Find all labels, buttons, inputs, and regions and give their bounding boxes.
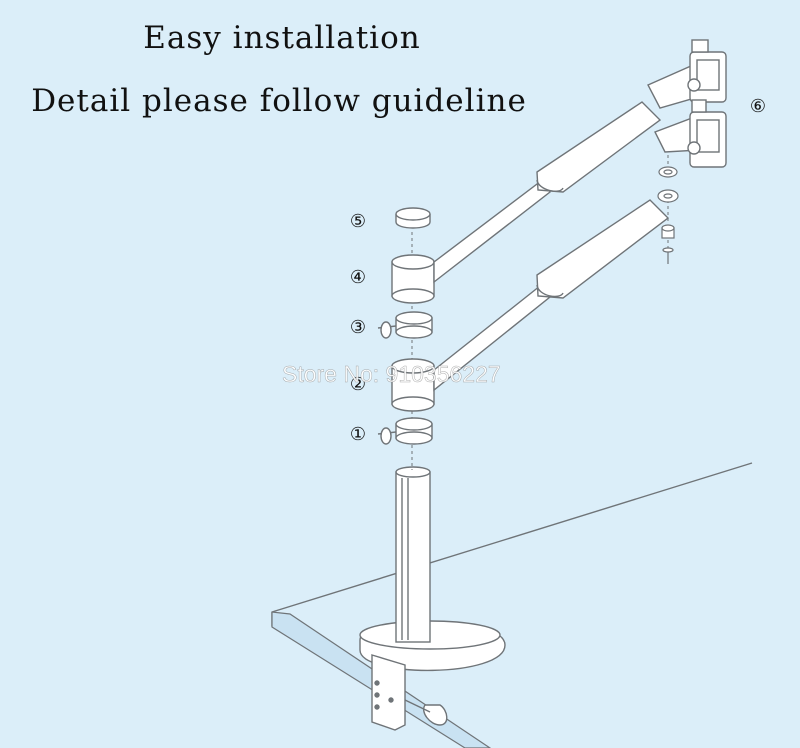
store-watermark: Store No: 910356227: [282, 361, 501, 388]
lower-vesa-mount: [654, 99, 727, 168]
mount-hardware: [657, 166, 679, 264]
heading-line-2: Detail please follow guideline: [31, 83, 527, 119]
part-2-lower-sleeve: [391, 358, 435, 412]
step-4-label: ④: [349, 267, 367, 288]
step-6-label: ⑥: [749, 96, 767, 117]
upper-arm: [433, 101, 662, 284]
part-1-lower-collar: [377, 417, 433, 445]
step-2-label: ②: [349, 374, 367, 395]
pole: [395, 466, 431, 643]
desk: [271, 462, 753, 748]
heading-line-1: Easy installation: [143, 20, 421, 56]
step-1-label: ①: [349, 424, 367, 445]
assembly-guide-lines: [411, 155, 669, 470]
part-4-upper-sleeve: [391, 254, 435, 304]
part-3-upper-collar: [377, 311, 433, 339]
desk-clamp: [371, 654, 448, 731]
lower-arm: [433, 199, 670, 392]
upper-vesa-mount: [647, 39, 727, 109]
step-3-label: ③: [349, 317, 367, 338]
part-5-top-cap: [395, 207, 431, 229]
step-5-label: ⑤: [349, 211, 367, 232]
